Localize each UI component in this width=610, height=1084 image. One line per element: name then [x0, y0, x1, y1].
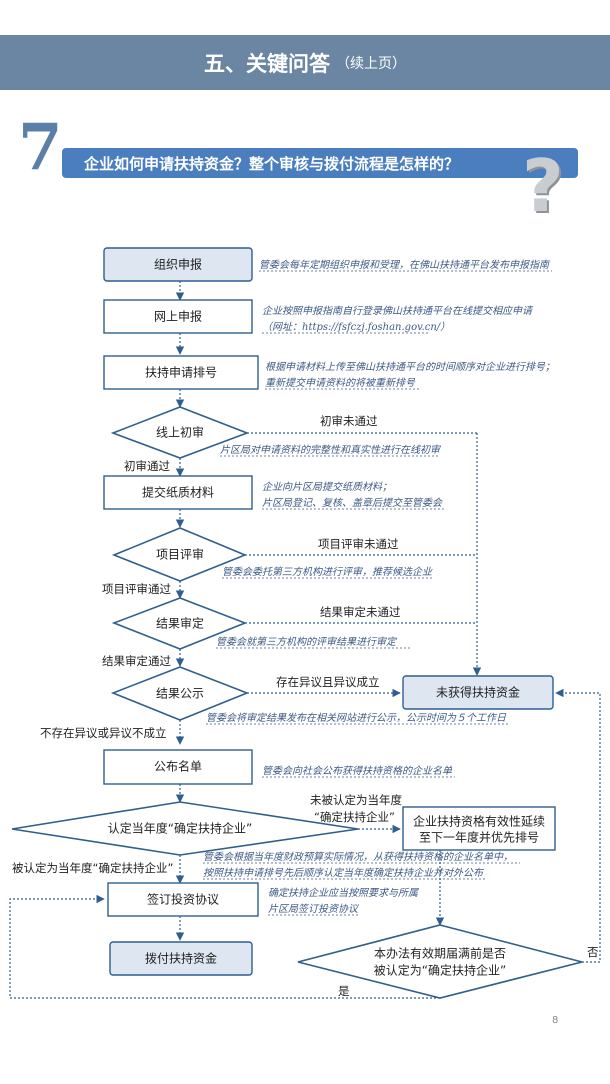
step-disburse-funds	[109, 941, 253, 976]
label-fail-determine-line1: 未被认定为当年度	[310, 793, 402, 807]
note-queue-2: 重新提交申请资料的将被重新排号	[265, 377, 416, 389]
label-pass-determine: 被认定为当年度“确定扶持企业”	[12, 861, 173, 875]
step-online-apply-label: 网上申报	[154, 309, 202, 324]
page-banner: 五、关键问答 （续上页）	[0, 35, 610, 90]
decision-result-approval	[111, 597, 248, 650]
note-sign-2: 片区局签订投资协议	[268, 903, 360, 915]
note-project-review: 管委会委托第三方机构进行评审，推荐候选企业	[222, 566, 433, 578]
decision-project-review-label: 项目评审	[156, 547, 204, 562]
note-queue-1: 根据申请材料上传至佛山扶持通平台的时间顺序对企业进行排号；	[265, 361, 555, 373]
decision-result-publicity	[110, 666, 250, 721]
label-pass-result: 结果审定通过	[102, 654, 171, 668]
note-online-apply-1: 企业按照申报指南自行登录佛山扶持通平台在线提交相应申请	[262, 305, 534, 317]
label-pass-project: 项目评审通过	[102, 582, 171, 596]
note-result-approval: 管委会就第三方机构的评审结果进行审定	[216, 636, 398, 648]
question-text: 企业如何申请扶持资金？整个审核与拨付流程是怎样的？	[84, 154, 460, 173]
banner-subtitle: （续上页）	[336, 55, 406, 72]
note-organize: 管委会每年定期组织申报和受理，在佛山扶持通平台发布申报指南	[259, 259, 551, 271]
section-number: 7	[18, 110, 63, 185]
step-paper-material-label: 提交纸质材料	[142, 485, 214, 500]
step-publish-list-label: 公布名单	[154, 759, 202, 774]
connectors	[9, 281, 601, 999]
result-no-funding	[402, 675, 554, 710]
banner-title: 五、关键问答	[204, 51, 330, 76]
label-yes: 是	[338, 984, 350, 998]
step-disburse-funds-label: 拨付扶持资金	[145, 951, 217, 966]
note-determine-1: 管委会根据当年度财政预算实际情况，从获得扶持资格的企业名单中，	[203, 851, 513, 863]
decision-online-review	[110, 406, 250, 459]
step-online-apply	[103, 299, 253, 334]
label-pass-publicity: 不存在异议或异议不成立	[40, 726, 167, 740]
label-fail-project: 项目评审未通过	[318, 537, 399, 551]
decision-project-review	[111, 527, 248, 582]
question-bar: 企业如何申请扶持资金？整个审核与拨付流程是怎样的？	[62, 148, 578, 178]
result-qualification-extended	[402, 806, 556, 851]
page-number: 8	[552, 1015, 559, 1026]
note-paper-2: 片区局登记、复核、盖章后提交至管委会	[262, 497, 443, 509]
label-no: 否	[587, 945, 599, 959]
note-paper-1: 企业向片区局提交纸质材料；	[262, 481, 392, 493]
decision-result-approval-label: 结果审定	[156, 616, 204, 631]
note-publicity: 管委会将审定结果发布在相关网站进行公示，公示时间为５个工作日	[206, 712, 507, 724]
label-fail-determine-line2: “确定扶持企业”	[314, 810, 395, 824]
question-mark-icon: ?	[522, 144, 564, 228]
step-boxes	[103, 247, 556, 976]
label-fail-result: 结果审定未通过	[320, 605, 401, 619]
decision-diamonds	[11, 406, 583, 999]
step-queue-number-label: 扶持申请排号	[145, 365, 217, 380]
label-fail-publicity: 存在异议且异议成立	[276, 675, 380, 689]
note-underlines	[203, 270, 552, 916]
decision-validity-label-line1: 本办法有效期届满前是否	[374, 946, 506, 961]
decision-validity-period	[297, 924, 583, 999]
note-sign-1: 确定扶持企业应当按照要求与所属	[268, 887, 419, 899]
label-fail-online: 初审未通过	[320, 414, 378, 428]
note-determine-2: 按照扶持申请排号先后顺序认定当年度确定扶持企业并对外公布	[203, 867, 485, 879]
decision-determine-enterprise-label: 认定当年度“确定扶持企业”	[108, 821, 252, 836]
decision-online-review-label: 线上初审	[156, 425, 204, 440]
label-pass-online: 初审通过	[124, 459, 170, 473]
note-publish-list: 管委会向社会公布获得扶持资格的企业名单	[262, 765, 453, 777]
step-sign-agreement-label: 签订投资协议	[147, 892, 219, 907]
step-organize	[103, 247, 253, 282]
step-organize-label: 组织申报	[154, 257, 202, 272]
result-no-funding-label: 未获得扶持资金	[436, 685, 520, 700]
decision-validity-label-line2: 被认定为“确定扶持企业”	[374, 963, 506, 978]
step-publish-list	[103, 749, 253, 785]
step-queue-number	[103, 355, 259, 390]
result-extended-label-line2: 至下一年度并优先排号	[419, 830, 539, 845]
result-extended-label-line1: 企业扶持资格有效性延续	[413, 814, 545, 829]
note-online-review: 片区局对申请资料的完整性和真实性进行在线初审	[220, 444, 442, 456]
step-sign-agreement	[107, 882, 259, 917]
decision-result-publicity-label: 结果公示	[156, 687, 204, 701]
step-paper-material	[103, 475, 253, 510]
note-online-apply-2: （网址：https://fsfczj.foshan.gov.cn/）	[262, 321, 450, 333]
decision-determine-enterprise	[11, 801, 359, 856]
